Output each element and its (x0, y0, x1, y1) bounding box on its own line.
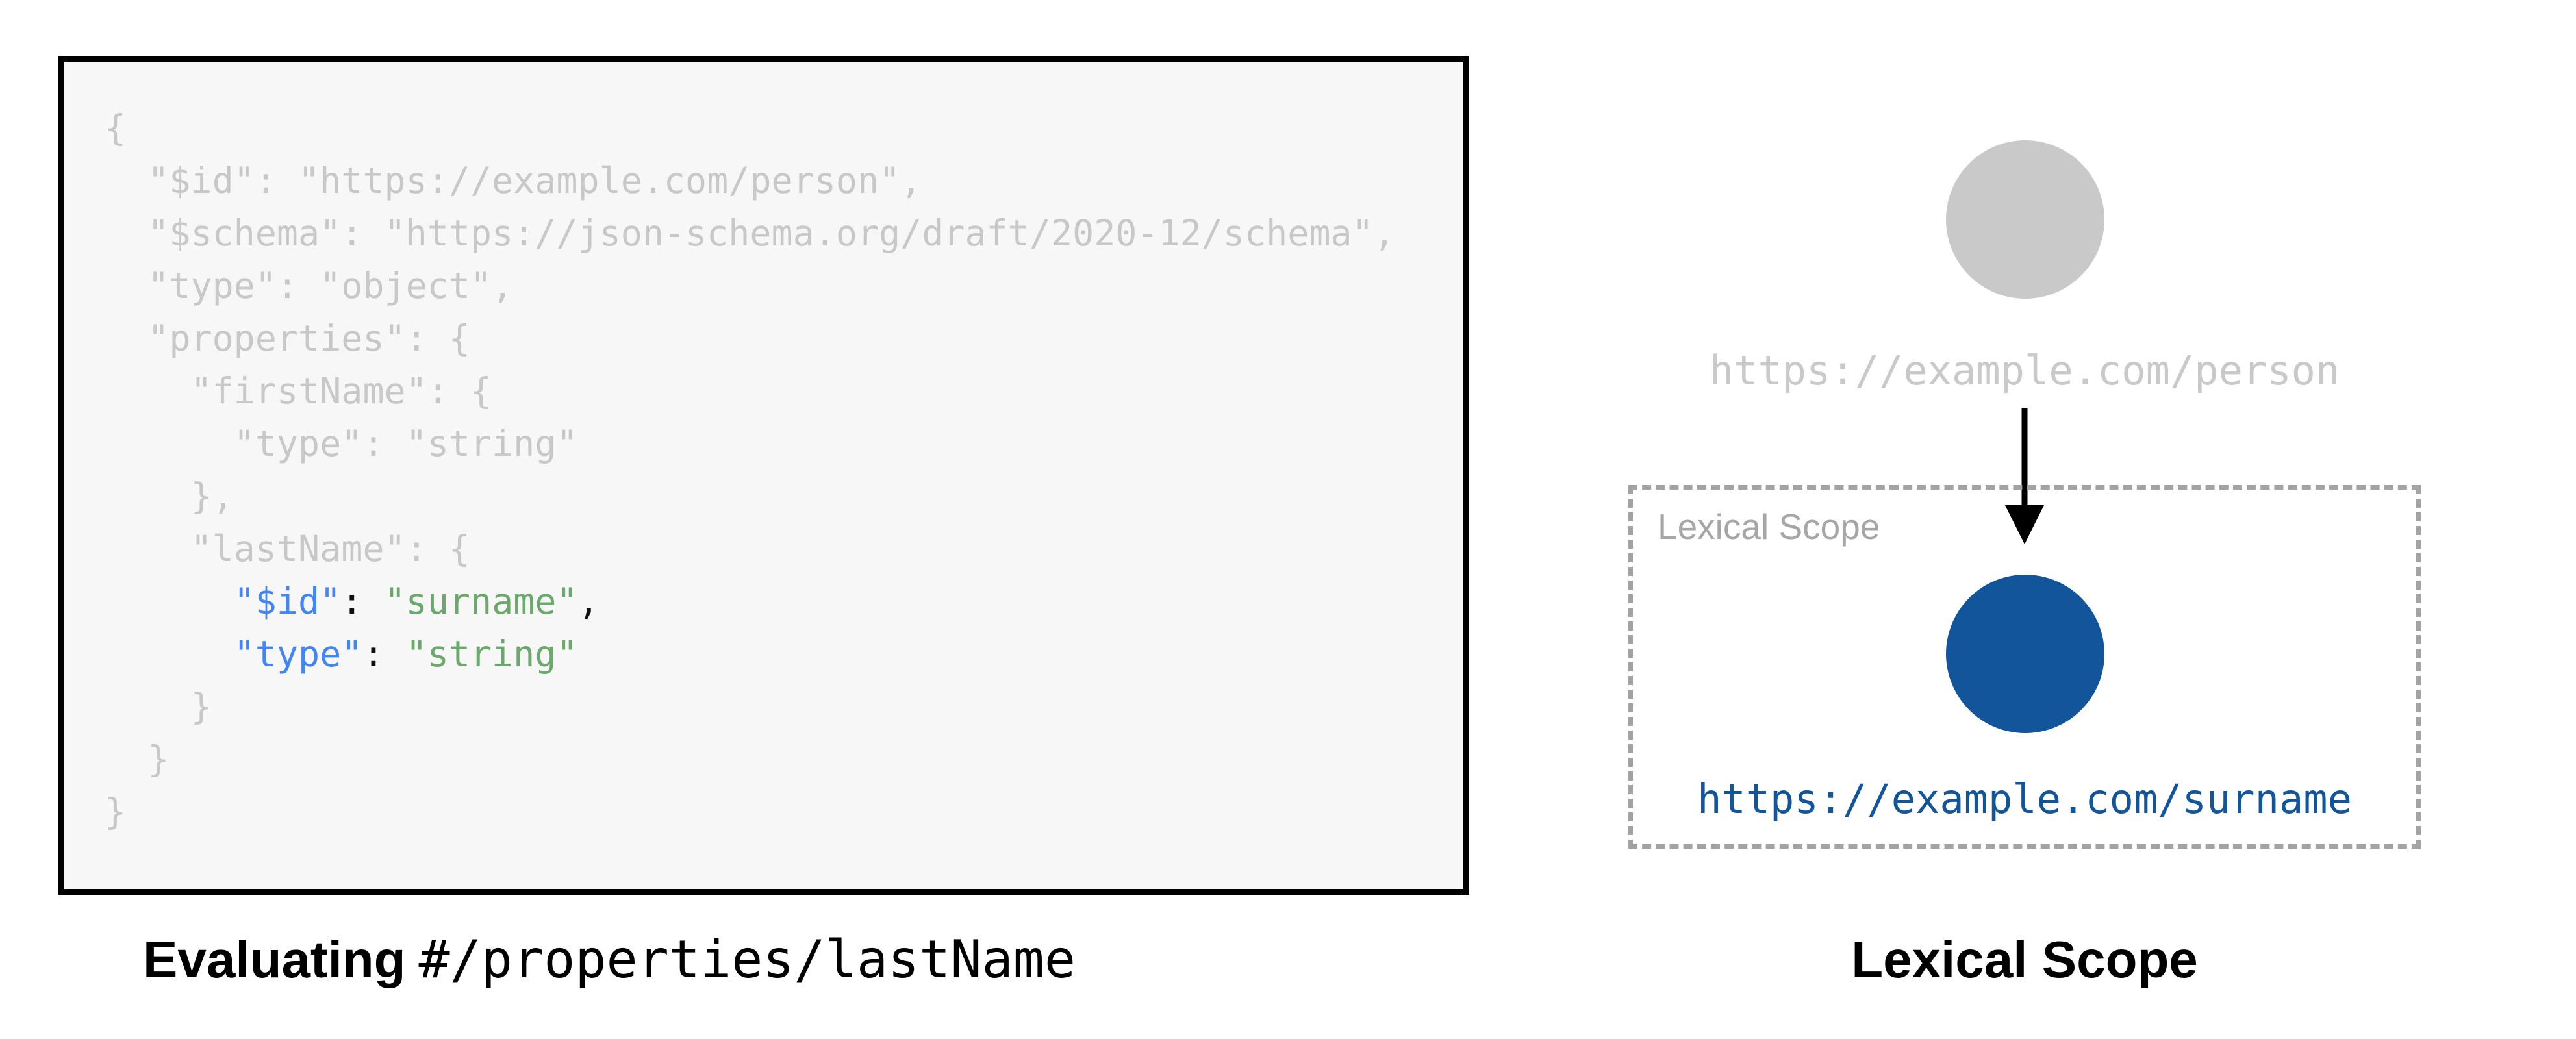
person-schema-node-circle (1946, 140, 2104, 299)
left-caption-pointer: #/properties/lastName (418, 929, 1076, 990)
arrow-down-icon (2005, 408, 2044, 544)
json-schema-code-panel: { "$id": "https://example.com/person", "… (58, 56, 1469, 895)
surname-schema-node-circle (1946, 575, 2104, 733)
lexical-scope-box-label: Lexical Scope (1658, 507, 1880, 547)
lexical-scope-box: Lexical Scope (1628, 485, 2421, 849)
left-caption: Evaluating#/properties/lastName (143, 929, 1076, 991)
json-code: { "$id": "https://example.com/person", "… (105, 107, 1395, 832)
person-schema-node-label: https://example.com/person (1709, 347, 2340, 394)
right-caption: Lexical Scope (1851, 931, 2198, 988)
surname-schema-node-label: https://example.com/surname (1697, 775, 2352, 823)
left-caption-bold: Evaluating (143, 931, 406, 988)
